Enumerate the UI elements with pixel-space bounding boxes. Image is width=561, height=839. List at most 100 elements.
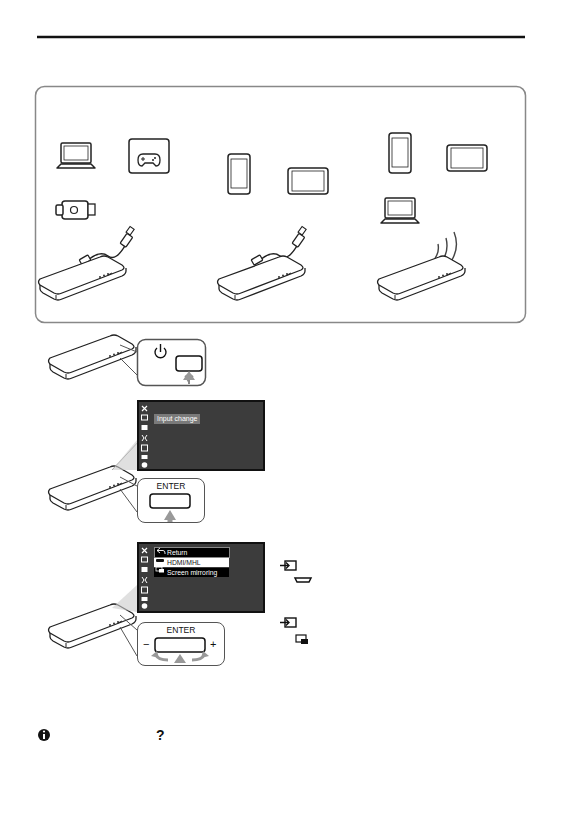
input-icons: [285, 561, 296, 570]
mirroring-source-devices: [381, 198, 419, 223]
menu-icons: [156, 559, 164, 562]
input-icons: [280, 561, 311, 644]
enter-button-2: [155, 638, 205, 652]
plus-sign: +: [210, 639, 216, 650]
mhl-source-devices: [288, 168, 328, 194]
step-1-power: [120, 345, 137, 352]
node-label: ENTER: [138, 626, 224, 635]
menu-icons: [157, 548, 165, 554]
sidebar-icons: [142, 415, 148, 420]
input-icons: [295, 578, 311, 582]
hdmi-source-devices: [138, 154, 160, 166]
enter-button-2: [151, 638, 209, 663]
hdmi-source-devices: [154, 157, 156, 159]
enter-button-2: [151, 651, 159, 658]
hdmi-source-devices: [56, 201, 95, 219]
sidebar-icons: [142, 462, 148, 468]
menu-item: HDMI/MHL: [154, 558, 229, 567]
enter-button-2: [192, 655, 204, 660]
input-icons: [280, 620, 289, 626]
hdmi-source-devices: [39, 256, 127, 300]
sidebar-icons: [142, 597, 148, 601]
hdmi-source-devices: [62, 201, 88, 219]
hdmi-source-devices: [129, 139, 169, 173]
enter-button-1: [168, 518, 173, 522]
hdmi-source-devices: [152, 159, 154, 161]
menu-screen: Input change: [137, 400, 265, 471]
step-3-device: [120, 627, 137, 656]
input-icons: [296, 635, 306, 642]
sidebar-icons: [142, 603, 148, 609]
mhl-source-devices: [228, 154, 250, 194]
step-2-device: [49, 466, 137, 510]
info-icon: [43, 730, 45, 732]
enter-button-2: [201, 651, 209, 658]
input-icons: [285, 618, 296, 627]
node-label: ENTER: [138, 482, 204, 491]
info-icon: [38, 729, 50, 741]
hdmi-source-devices: [71, 207, 78, 214]
power-button: [155, 348, 166, 358]
sidebar-icons: [142, 435, 147, 441]
step-3-device: [49, 585, 138, 656]
info-icon: [38, 729, 50, 741]
enter-button-1: [150, 494, 190, 522]
sidebar-icons: [142, 455, 148, 459]
hdmi-source-devices: [129, 139, 169, 173]
hdmi-source-devices: [141, 157, 145, 161]
step-3-device: [49, 604, 137, 648]
header-rule: [37, 36, 525, 39]
sidebar-icons: [142, 445, 148, 451]
sidebar-icons: [142, 567, 148, 572]
sidebar-icons: [142, 406, 148, 609]
menu-icons: [159, 569, 164, 573]
menu-item: Screen mirroring: [154, 568, 229, 577]
menu-icons: [156, 567, 162, 571]
mirroring-source-devices: [389, 133, 411, 173]
step-2-device: [112, 440, 140, 470]
input-menu-screen: ReturnHDMI/MHLScreen mirroring: [137, 542, 265, 613]
hdmi-source-devices: [39, 139, 170, 300]
input-icons: [280, 563, 289, 569]
enter-button-2: [174, 654, 186, 663]
step-2-device: [120, 489, 137, 512]
sidebar-icons: [142, 587, 148, 593]
power-button: [185, 374, 193, 384]
sidebar-icons: [142, 406, 147, 411]
mhl-source-devices: [218, 256, 306, 300]
sidebar-icons: [142, 548, 147, 553]
button-callout: ENTER: [137, 478, 205, 523]
minus-sign: −: [143, 639, 149, 650]
step-3-device: [112, 585, 137, 612]
help-symbol: ?: [156, 728, 165, 742]
info-icon: [43, 734, 45, 739]
sidebar-icons: [142, 425, 148, 430]
hdmi-source-devices: [57, 143, 95, 168]
step-1-power: [49, 335, 206, 386]
menu-icons: [156, 548, 165, 573]
step-2-device: [49, 440, 141, 512]
input-icons: [301, 639, 308, 644]
mirroring-source-devices: [378, 256, 466, 300]
node-label: Input change: [154, 414, 200, 424]
mirroring-source-devices: [378, 133, 488, 300]
hdmi-source-devices: [88, 204, 95, 215]
power-button: [155, 344, 202, 384]
step-2-device: [112, 440, 137, 470]
enter-button-1: [164, 510, 176, 520]
step-2-device: [120, 477, 137, 486]
sidebar-icons: [142, 577, 147, 583]
source-panel: [36, 87, 526, 323]
hdmi-source-devices: [56, 205, 63, 215]
mirroring-source-devices: [447, 145, 487, 171]
step-3-device: [120, 615, 137, 630]
step-1-power: [49, 335, 137, 379]
step-1-power: [138, 340, 206, 386]
power-button: [176, 356, 202, 371]
enter-button-1: [150, 494, 190, 508]
mhl-source-devices: [218, 154, 329, 300]
enter-button-2: [156, 655, 168, 660]
step-1-power: [120, 358, 137, 375]
